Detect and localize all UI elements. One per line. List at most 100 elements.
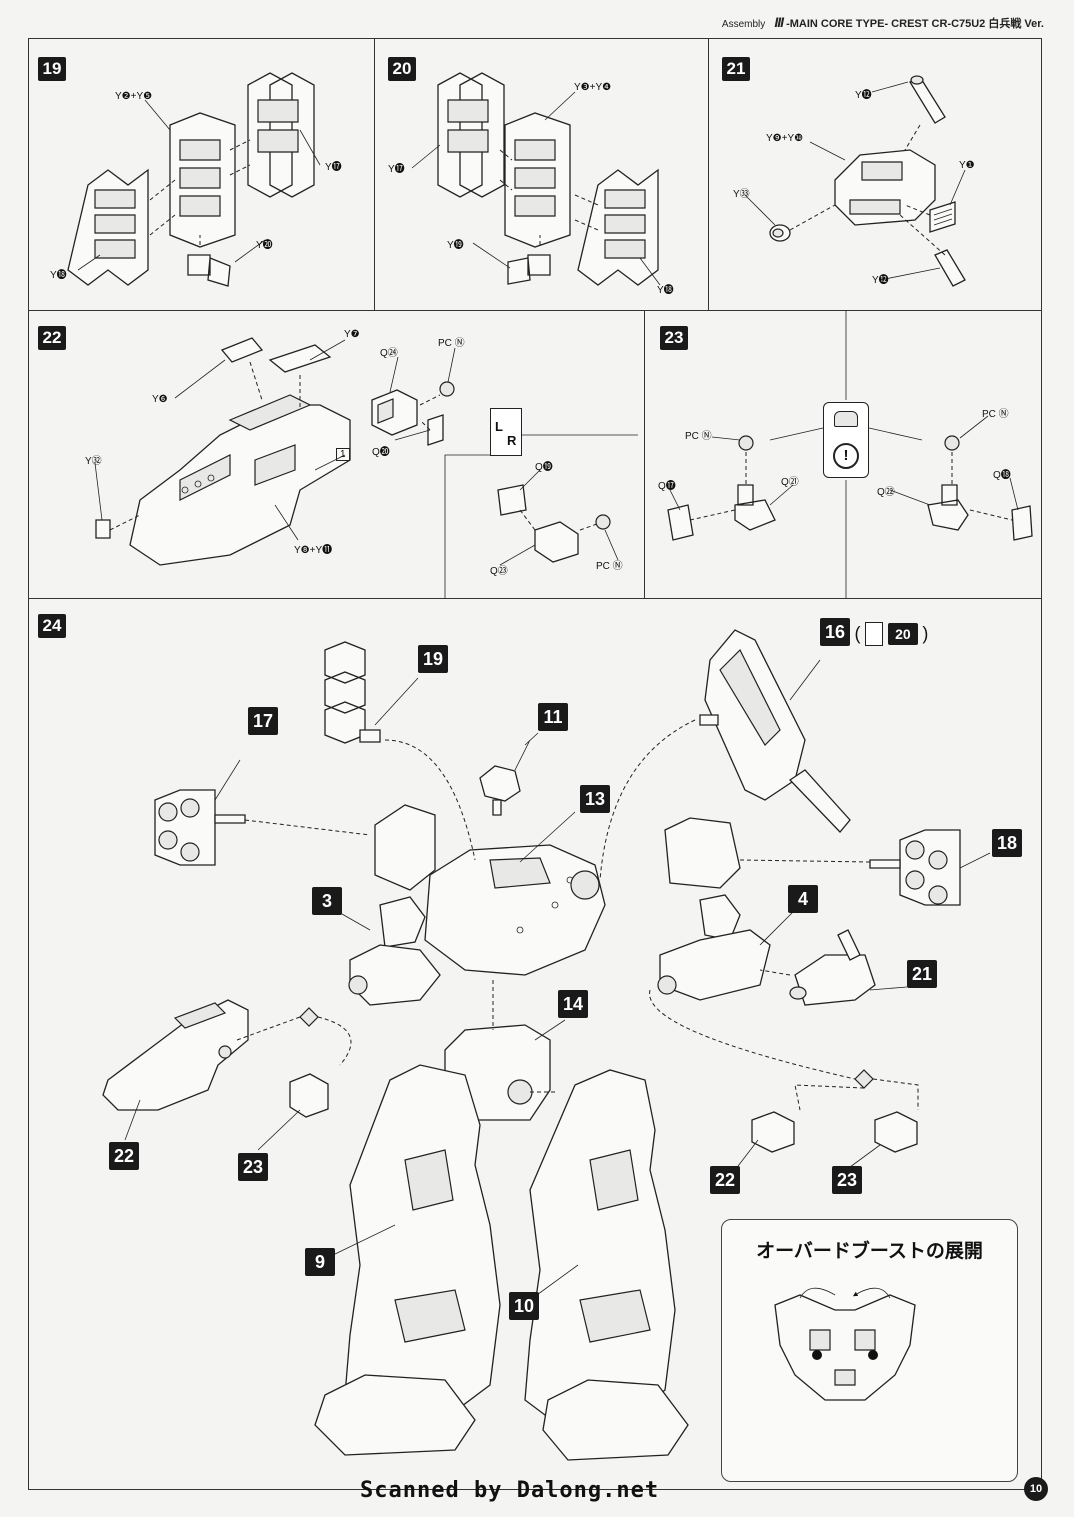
assembly-22-rifle: [102, 999, 249, 1111]
part-Y32: [95, 519, 111, 539]
callout-23-left: 23: [238, 1153, 268, 1181]
part-Q23-hand: [534, 521, 579, 563]
page-header: Assembly III -MAIN CORE TYPE- CREST CR-C…: [722, 14, 1044, 31]
hand-top-icon: [834, 411, 858, 427]
assembly-23-hand-right: [874, 1111, 918, 1153]
part-Y9-Y10-gun: [834, 149, 936, 226]
step-23-number: 23: [660, 326, 688, 350]
callout-17: 17: [248, 707, 278, 735]
assembly-18-booster: [869, 829, 961, 906]
callout-21: 21: [907, 960, 937, 988]
assembly-3-left-arm: [348, 804, 441, 1006]
part-rifle-body: [129, 394, 351, 566]
label-Y3-Y4: Y❸+Y❹: [574, 82, 612, 93]
part-PC-N-bottom: [595, 514, 611, 530]
label-Q22: Q㉒: [877, 487, 895, 498]
label-Y12-top: Y⓬: [855, 90, 872, 101]
label-Y1: Y❶: [959, 160, 975, 171]
part-Y33-cap: [769, 224, 791, 242]
callout-19: 19: [418, 645, 448, 673]
label-Y8-Y11: Y❽+Y⓫: [294, 545, 333, 556]
part-Q18: [1011, 505, 1033, 541]
callout-22-left: 22: [109, 1142, 139, 1170]
callout-16-paren-open: (: [854, 623, 866, 644]
step-20-number: 20: [388, 57, 416, 81]
assembly-19-cluster: [324, 641, 381, 744]
label-PC-N-left: PC Ⓝ: [685, 431, 712, 442]
callout-16-paren-close: ): [922, 623, 929, 644]
callout-16-group: 16 ( 20 ): [820, 618, 928, 646]
step-24-number: 24: [38, 614, 66, 638]
label-Y17: Y⓱: [388, 164, 405, 175]
callout-16-ref: 20: [887, 622, 918, 645]
part-Q19: [497, 484, 527, 516]
assembly-10-right-leg: [524, 1069, 689, 1461]
assembly-16-weapon: [699, 629, 851, 833]
lr-left-letter: L: [495, 419, 503, 434]
part-Y18-cluster: [67, 168, 149, 286]
assembly-22-hand-right: [751, 1111, 795, 1153]
label-step-ref-1: 1: [336, 448, 350, 461]
callout-13: 13: [580, 785, 610, 813]
assembly-17-booster: [154, 789, 246, 866]
label-Q20: Q⓴: [372, 447, 390, 458]
part-Y7: [268, 344, 332, 373]
part-Y6: [220, 337, 264, 363]
callout-3: 3: [312, 887, 342, 915]
part-Y2-Y5-column: [169, 112, 236, 248]
part-Y12-bottom: [934, 249, 966, 287]
assembly-label: Assembly: [721, 19, 766, 30]
part-Q24-hand: [371, 389, 418, 436]
part-Y17-cluster-mirror: [437, 72, 505, 198]
part-PC-N-right: [944, 435, 960, 451]
label-Y32: Y㉜: [85, 456, 102, 467]
part-PC-N-top: [439, 381, 455, 397]
label-Y6: Y❻: [152, 394, 168, 405]
assembly-21-gun: [789, 929, 876, 1006]
label-Y2-Y5: Y❷+Y❺: [115, 91, 153, 102]
label-PC-N-top: PC Ⓝ: [438, 338, 465, 349]
label-Y12-bottom: Y⓬: [872, 275, 889, 286]
part-Q21-hand: [734, 484, 776, 531]
part-Q17: [667, 504, 694, 541]
callout-22-right: 22: [710, 1166, 740, 1194]
scan-credit: Scanned by Dalong.net: [360, 1478, 660, 1503]
part-Y20: [187, 254, 231, 287]
label-Q23: Q㉓: [490, 566, 508, 577]
part-Y12-top: [909, 75, 946, 124]
lr-small-icon: [865, 621, 884, 646]
callout-9: 9: [305, 1248, 335, 1276]
left-right-symbol: L R: [490, 408, 522, 456]
step-21-number: 21: [722, 57, 750, 81]
step-24-panel: [28, 598, 1042, 1490]
callout-11: 11: [538, 703, 568, 731]
step-22-number: 22: [38, 326, 66, 350]
label-Y20: Y⓴: [256, 240, 273, 251]
label-Y7: Y❼: [344, 329, 360, 340]
part-Y3-Y4-column: [504, 112, 571, 248]
label-Y33: Y㉝: [733, 189, 750, 200]
callout-16: 16: [820, 618, 850, 646]
part-Y19: [507, 254, 551, 285]
part-Q22-hand: [927, 484, 969, 531]
section-roman-numeral: III: [774, 14, 784, 30]
part-PC-N-left: [738, 435, 754, 451]
label-Q24: Q㉔: [380, 348, 398, 359]
callout-18: 18: [992, 829, 1022, 857]
label-Q19: Q⓳: [535, 462, 553, 473]
model-title: -MAIN CORE TYPE- CREST CR-C75U2 白兵戦 Ver.: [786, 18, 1044, 30]
label-Q21: Q㉑: [781, 477, 799, 488]
page-number: 10: [1024, 1477, 1048, 1501]
overboost-title: オーバードブーストの展開: [756, 1240, 983, 1262]
exclamation-icon: !: [833, 443, 859, 469]
step-19-number: 19: [38, 57, 66, 81]
assembly-4-right-arm: [657, 817, 771, 1001]
callout-4: 4: [788, 885, 818, 913]
callout-10: 10: [509, 1292, 539, 1320]
